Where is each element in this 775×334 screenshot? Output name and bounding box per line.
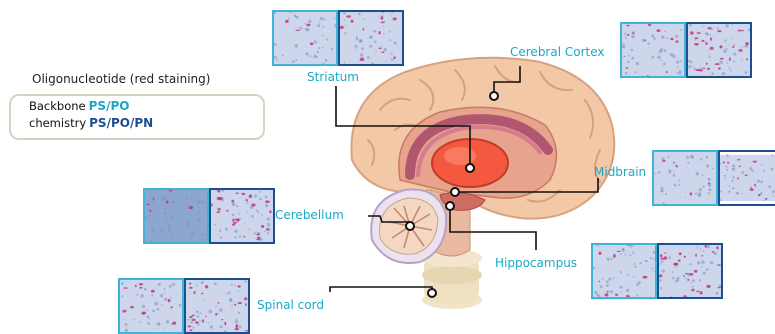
micrograph-ps-po-hippocampus bbox=[591, 243, 657, 299]
micrograph-ps-po-pn-cortex bbox=[686, 22, 752, 78]
micrograph-ps-po-cortex bbox=[620, 22, 686, 78]
label-spinal-cord: Spinal cord bbox=[257, 298, 324, 312]
backbone-label: Backbone bbox=[29, 99, 86, 113]
chemistry-value: PS/PO/PN bbox=[89, 116, 153, 130]
micrograph-ps-po-spinal-cord bbox=[118, 278, 184, 334]
micrograph-ps-po-pn-cerebellum bbox=[209, 188, 275, 244]
panel-spinal-cord bbox=[118, 278, 250, 334]
legend-title: Oligonucleotide (red staining) bbox=[32, 72, 210, 86]
label-cerebral-cortex: Cerebral Cortex bbox=[510, 45, 605, 59]
panel-midbrain bbox=[652, 150, 775, 206]
micrograph-ps-po-pn-midbrain bbox=[718, 150, 775, 206]
label-striatum: Striatum bbox=[307, 70, 359, 84]
panel-cerebral-cortex bbox=[620, 22, 752, 78]
backbone-value: PS/PO bbox=[89, 99, 130, 113]
micrograph-ps-po-midbrain bbox=[652, 150, 718, 206]
micrograph-ps-po-pn-striatum bbox=[338, 10, 404, 66]
panel-hippocampus bbox=[591, 243, 723, 299]
spinal-cord-shape bbox=[422, 249, 482, 309]
panel-cerebellum bbox=[143, 188, 275, 244]
micrograph-ps-po-striatum bbox=[272, 10, 338, 66]
micrograph-ps-po-cerebellum bbox=[143, 188, 209, 244]
chemistry-label: chemistry bbox=[29, 116, 86, 130]
micrograph-ps-po-pn-spinal-cord bbox=[184, 278, 250, 334]
micrograph-ps-po-pn-hippocampus bbox=[657, 243, 723, 299]
label-cerebellum: Cerebellum bbox=[275, 208, 344, 222]
panel-striatum bbox=[272, 10, 404, 66]
label-midbrain: Midbrain bbox=[594, 165, 646, 179]
label-hippocampus: Hippocampus bbox=[495, 256, 577, 270]
